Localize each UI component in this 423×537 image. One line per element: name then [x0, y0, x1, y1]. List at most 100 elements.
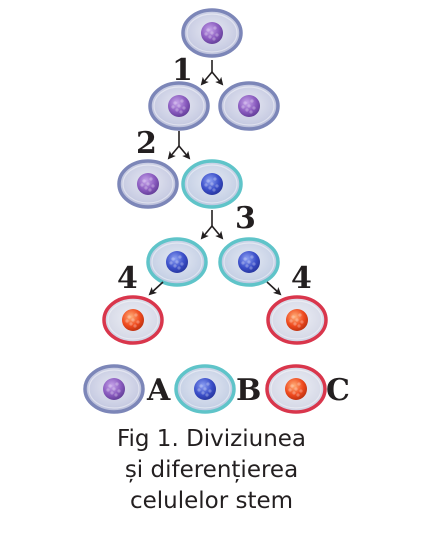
- nucleus-texture-dot: [146, 182, 150, 186]
- nucleus-texture-dot: [293, 322, 297, 326]
- nucleus-texture-dot: [169, 261, 173, 265]
- nucleus-texture-dot: [144, 186, 148, 190]
- nucleus-texture-dot: [117, 389, 121, 393]
- nucleus-texture-dot: [178, 255, 182, 259]
- nucleus-texture-dot: [208, 389, 212, 393]
- nucleus-texture-dot: [213, 177, 217, 181]
- legend-label-c: C: [326, 373, 350, 408]
- nucleus-texture-dot: [114, 393, 118, 397]
- nucleus-texture-dot: [175, 260, 179, 264]
- cell-nucleus: [194, 378, 216, 400]
- cell-stem-top: [181, 8, 243, 58]
- arrow-icon-step-4-left: [148, 281, 164, 296]
- caption-line-2: și diferențierea: [124, 457, 299, 483]
- nucleus-texture-dot: [215, 184, 219, 188]
- nucleus-texture-dot: [249, 110, 253, 114]
- nucleus-texture-dot: [241, 261, 245, 265]
- cell-nucleus: [286, 309, 308, 331]
- diagram-canvas: 1 2 3 4 4 A B C: [83, 8, 350, 414]
- cell-nucleus: [103, 378, 125, 400]
- step-label-4-right: 4: [291, 261, 312, 296]
- nucleus-texture-dot: [133, 324, 137, 328]
- nucleus-texture-dot: [129, 322, 133, 326]
- nucleus-texture-dot: [245, 264, 249, 268]
- nucleus-texture-dot: [125, 319, 129, 323]
- nucleus-texture-dot: [252, 106, 256, 110]
- arrow-icon-step-4-right: [266, 281, 282, 296]
- nucleus-texture-dot: [108, 384, 112, 388]
- cell-highlight: [151, 242, 203, 282]
- nucleus-texture-dot: [291, 315, 295, 319]
- step-label-3: 3: [235, 201, 256, 236]
- nucleus-texture-dot: [110, 391, 114, 395]
- step-label-4-left: 4: [117, 261, 138, 296]
- nucleus-texture-dot: [203, 387, 207, 391]
- caption-line-3: celulelor stem: [129, 488, 294, 514]
- cell-nucleus: [238, 95, 260, 117]
- nucleus-texture-dot: [127, 315, 131, 319]
- nucleus-texture-dot: [243, 101, 247, 105]
- cell-nucleus: [168, 95, 190, 117]
- nucleus-texture-dot: [204, 183, 208, 187]
- cell-nucleus: [122, 309, 144, 331]
- nucleus-texture-dot: [289, 319, 293, 323]
- nucleus-texture-dot: [199, 384, 203, 388]
- cell-gen2-right: [181, 159, 243, 209]
- step-label-2: 2: [136, 126, 157, 161]
- cell-gen3-left: [146, 237, 208, 287]
- nucleus-texture-dot: [210, 31, 214, 35]
- nucleus-texture-dot: [136, 320, 140, 324]
- nucleus-texture-dot: [204, 32, 208, 36]
- cell-nucleus: [238, 251, 260, 273]
- nucleus-texture-dot: [250, 255, 254, 259]
- cell-highlight: [88, 369, 140, 409]
- nucleus-texture-dot: [206, 28, 210, 32]
- legend-label-a: A: [146, 373, 171, 408]
- nucleus-texture-dot: [296, 393, 300, 397]
- nucleus-texture-dot: [205, 393, 209, 397]
- arrows-layer: [148, 60, 282, 296]
- cell-highlight: [122, 164, 174, 204]
- cell-highlight: [223, 242, 275, 282]
- cells-layer: [83, 8, 328, 414]
- nucleus-texture-dot: [182, 106, 186, 110]
- nucleus-texture-dot: [197, 388, 201, 392]
- cell-highlight: [179, 369, 231, 409]
- nucleus-texture-dot: [179, 110, 183, 114]
- nucleus-texture-dot: [243, 257, 247, 261]
- legend-cell-b: [174, 364, 236, 414]
- cell-differentiated-right: [266, 295, 328, 345]
- nucleus-texture-dot: [212, 37, 216, 41]
- cell-gen3-right: [218, 237, 280, 287]
- nucleus-texture-dot: [151, 184, 155, 188]
- nucleus-texture-dot: [206, 179, 210, 183]
- nucleus-texture-dot: [249, 266, 253, 270]
- nucleus-texture-dot: [215, 33, 219, 37]
- nucleus-texture-dot: [131, 318, 135, 322]
- nucleus-texture-dot: [171, 105, 175, 109]
- nucleus-texture-dot: [245, 108, 249, 112]
- nucleus-texture-dot: [206, 382, 210, 386]
- nucleus-texture-dot: [177, 266, 181, 270]
- nucleus-texture-dot: [173, 101, 177, 105]
- legend-cell-c: [265, 364, 327, 414]
- nucleus-texture-dot: [112, 387, 116, 391]
- legend-cell-a: [83, 364, 145, 414]
- split-arrow-left: [167, 145, 180, 160]
- nucleus-texture-dot: [140, 183, 144, 187]
- nucleus-texture-dot: [247, 260, 251, 264]
- nucleus-texture-dot: [201, 391, 205, 395]
- cell-differentiated-left: [102, 295, 164, 345]
- nucleus-texture-dot: [173, 264, 177, 268]
- nucleus-texture-dot: [115, 382, 119, 386]
- cell-gen1-left: [148, 81, 210, 131]
- caption-line-1: Fig 1. Diviziunea: [116, 426, 307, 452]
- cell-nucleus: [201, 173, 223, 195]
- nucleus-texture-dot: [213, 26, 217, 30]
- nucleus-texture-dot: [210, 182, 214, 186]
- nucleus-texture-dot: [208, 35, 212, 39]
- cell-gen1-right: [218, 81, 280, 131]
- nucleus-texture-dot: [180, 99, 184, 103]
- nucleus-texture-dot: [241, 105, 245, 109]
